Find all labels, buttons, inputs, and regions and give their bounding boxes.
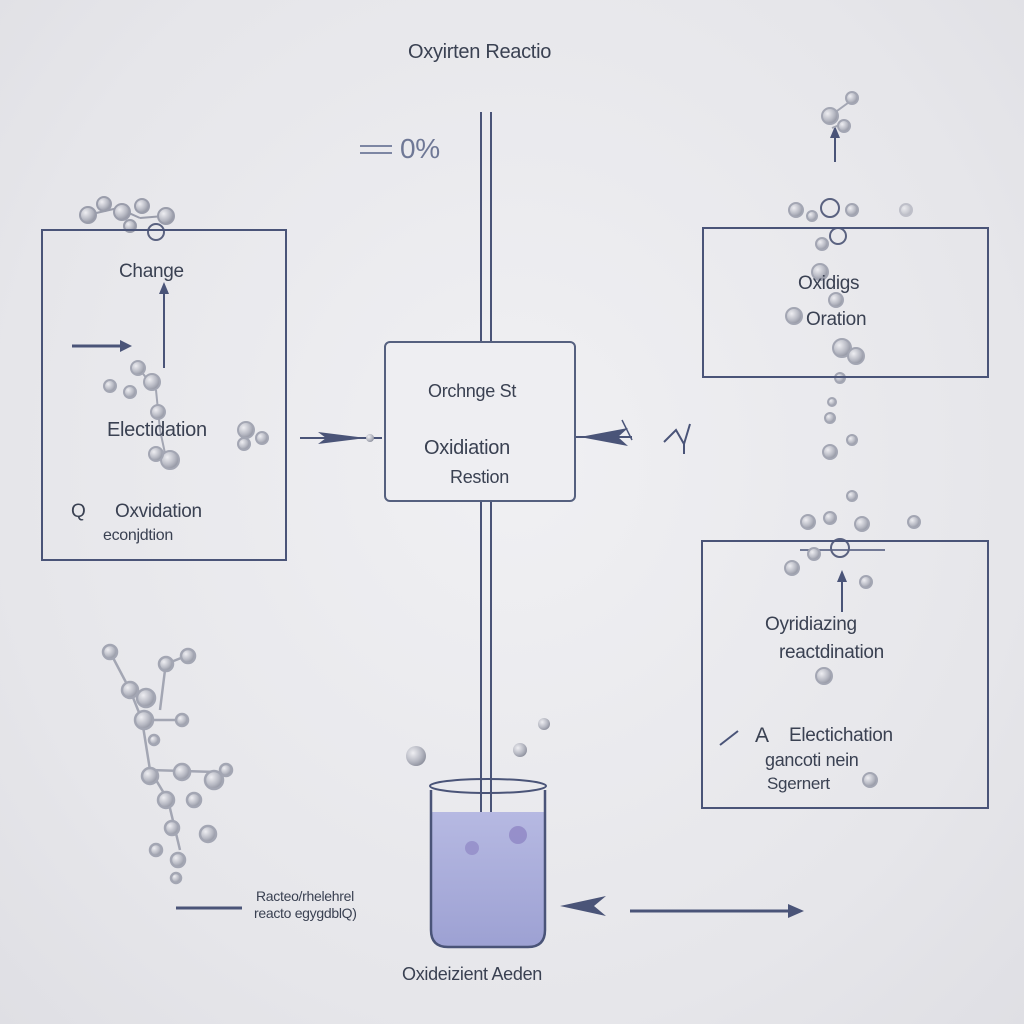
left-box-label-top: Change [119,261,184,282]
squiggle-mark [663,423,691,454]
bottom-left-label-line-1: Racteo/rhelehrel [256,888,354,904]
beaker [429,778,547,949]
arrow-left-box-up [159,282,169,368]
molecule-cluster-top-left [79,196,175,241]
molecule-cluster-left-box [103,360,269,470]
indicator-value: 0% [400,133,440,164]
beaker-liquid [431,812,545,947]
left-box-label-bottom-2: econjdtion [103,527,173,544]
arrow-from-beaker [630,904,804,918]
arrow-left-box-inbound [72,340,132,352]
right-bottom-box-line-3: Electichation [789,725,893,746]
molecule-chain-top-right [784,91,921,788]
right-bottom-box-line-2: reactdination [779,642,884,663]
right-bottom-box-line-3-prefix: A [755,724,769,747]
bottom-left-label-line-2: reacto egygdblQ) [254,905,357,921]
beaker-rim [429,778,547,794]
left-box-label-bottom-1: Oxvidation [115,501,202,522]
beaker-outline [429,790,547,949]
arrow-to-beaker [560,896,606,916]
right-bottom-box: Oyridiazing reactdination A Electichatio… [701,540,989,809]
left-box: Change Electidation Q Oxvidation econjdt… [41,229,287,561]
right-top-box-line-1: Oxidigs [798,273,860,294]
center-box-line-3: Restion [450,467,509,487]
right-top-box: Oxidigs Oration [702,227,989,378]
center-box-line-2: Oxidiation [424,437,510,459]
right-bottom-box-line-4: gancoti nein [765,750,859,770]
left-box-label-bottom-prefix: Q [71,501,86,522]
right-bottom-box-line-5: Sgernert [767,774,830,793]
arrow-to-center-right [576,419,633,446]
diagram-title: Oxyirten Reactio [408,41,552,63]
right-bottom-box-line-1: Oyridiazing [765,614,857,635]
arrow-top-right-up [830,126,840,162]
molecule-tree-bottom-left [101,643,234,885]
left-box-label-mid: Electidation [107,419,207,441]
center-box: Orchnge St Oxidiation Restion [384,341,576,502]
center-box-line-1: Orchnge St [428,381,517,401]
beaker-label: Oxideizient Aeden [402,964,542,984]
right-top-box-line-2: Oration [806,309,867,330]
arrow-bottom-right-tick [719,730,739,746]
arrow-bottom-right-up [837,570,847,612]
